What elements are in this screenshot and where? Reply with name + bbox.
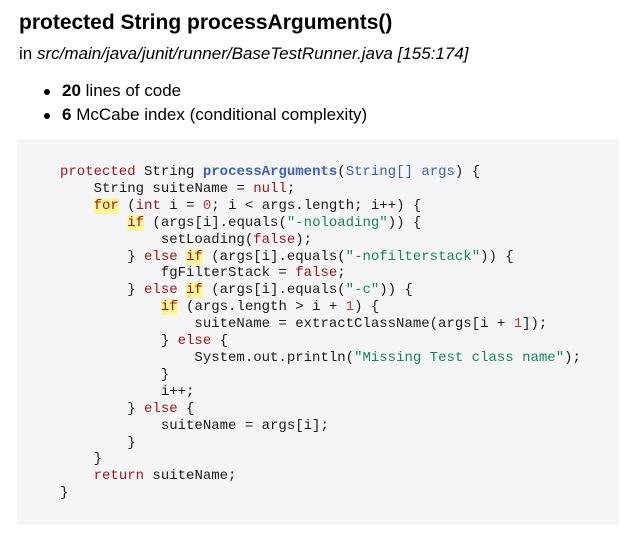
metric-lines-of-code: 20 lines of code — [38, 79, 367, 103]
location-prefix: in — [19, 44, 33, 63]
method-name: processArguments — [202, 164, 338, 180]
code-token: 1 — [513, 316, 523, 333]
metric-value: 20 — [62, 81, 81, 100]
complexity-highlight: if — [160, 299, 178, 316]
code-token: "-nofilterstack" — [345, 248, 481, 265]
complexity-highlight: if — [186, 248, 203, 265]
complexity-highlight: if — [127, 214, 145, 231]
code-token: 0 — [202, 197, 212, 214]
code-token: false — [253, 231, 296, 248]
code-token: "-noloading" — [286, 214, 388, 231]
complexity-highlight: if — [186, 282, 203, 299]
code-token: false — [295, 265, 338, 282]
line-range: [155:174] — [397, 44, 469, 63]
code-token: String — [93, 180, 145, 197]
code-token: String — [144, 164, 195, 180]
metric-label: McCabe index (conditional complexity) — [76, 105, 368, 124]
metric-mccabe-index: 6 McCabe index (conditional complexity) — [38, 103, 367, 127]
code-token: args — [421, 164, 455, 180]
code-token: else — [144, 400, 178, 417]
metrics-list: 20 lines of code 6 McCabe index (conditi… — [38, 79, 367, 127]
code-token: else — [144, 248, 178, 265]
code-token: else — [144, 282, 178, 299]
method-title: protected String processArguments() — [19, 11, 393, 34]
code-token: "Missing Test class name" — [354, 349, 565, 366]
code-block: protected String processArguments(String… — [17, 139, 619, 525]
code-token: return — [93, 468, 145, 485]
metric-value: 6 — [62, 105, 72, 124]
code-token: 1 — [345, 299, 355, 316]
file-path[interactable]: src/main/java/junit/runner/BaseTestRunne… — [36, 44, 393, 63]
code-token: protected — [60, 164, 136, 180]
source-code: protected String processArguments(String… — [60, 164, 581, 502]
code-token: int — [135, 197, 161, 214]
code-token: null — [253, 180, 287, 197]
code-token: String[] — [345, 164, 413, 180]
complexity-highlight: for — [93, 197, 119, 214]
metric-label: lines of code — [85, 81, 182, 100]
file-location: in src/main/java/junit/runner/BaseTestRu… — [19, 44, 469, 64]
code-token: else — [177, 333, 212, 350]
code-token: "-c" — [345, 282, 380, 299]
